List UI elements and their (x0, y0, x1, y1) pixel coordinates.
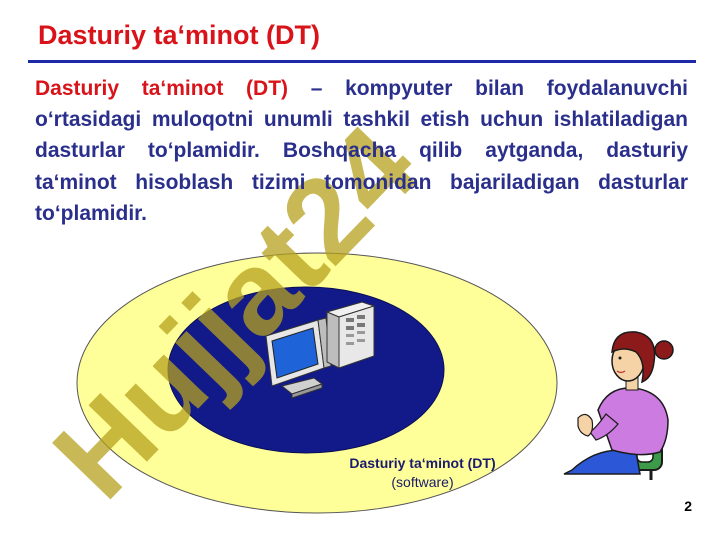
definition-paragraph: Dasturiy ta‘minot (DT) – kompyuter bilan… (35, 73, 688, 229)
page-title: Dasturiy ta‘minot (DT) (38, 20, 321, 50)
diagram-label-sub: (software) (391, 474, 454, 490)
definition-term: Dasturiy ta‘minot (DT) (35, 77, 289, 100)
server-tower-icon (325, 301, 376, 369)
page-number: 2 (684, 498, 692, 514)
diagram-label: Dasturiy ta‘minot (DT) (software) (300, 454, 545, 492)
diagram-label-main: Dasturiy ta‘minot (DT) (349, 455, 496, 471)
woman-user-icon (563, 331, 674, 480)
title-divider (28, 60, 696, 63)
computer-monitor-icon (265, 317, 332, 399)
definition-text: – kompyuter bilan foydalanuvchi o‘rtasid… (35, 77, 689, 225)
